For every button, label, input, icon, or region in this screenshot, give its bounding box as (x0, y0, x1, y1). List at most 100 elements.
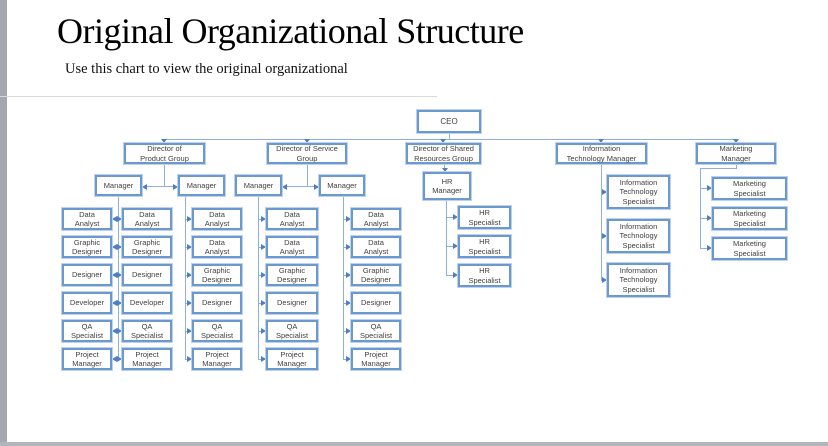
arrowhead-icon (261, 300, 266, 306)
connector-line (185, 196, 186, 359)
connector-line (446, 200, 447, 276)
arrowhead-icon (142, 184, 147, 190)
org-node-service-team-2-3: Graphic Designer (266, 264, 318, 286)
arrowhead-icon (187, 216, 192, 222)
org-node-hr-manager: HR Manager (423, 172, 471, 200)
bottom-gutter (0, 442, 828, 446)
arrowhead-icon (453, 243, 458, 249)
org-node-manager-1: Manager (95, 175, 142, 196)
connector-line (164, 139, 737, 140)
org-node-service-team-3-3: Graphic Designer (351, 264, 401, 286)
org-node-product-team-1-4: Developer (62, 292, 112, 314)
connector-line (449, 133, 450, 139)
arrowhead-icon (261, 244, 266, 250)
connector-line (446, 246, 458, 247)
arrowhead-icon (261, 216, 266, 222)
org-node-product-team-2-5: QA Specialist (122, 320, 172, 342)
arrowhead-icon (117, 244, 122, 250)
arrowhead-icon (261, 272, 266, 278)
arrowhead-icon (112, 272, 117, 278)
org-node-manager-4: Manager (319, 175, 365, 196)
org-node-it-team-3: Information Technology Specialist (607, 263, 670, 297)
connector-line (307, 164, 308, 186)
org-node-service-team-1-6: Project Manager (192, 348, 242, 370)
arrowhead-icon (602, 233, 607, 239)
org-node-service-team-2-1: Data Analyst (266, 208, 318, 230)
connector-line (700, 218, 712, 219)
org-node-product-team-1-5: QA Specialist (62, 320, 112, 342)
content-divider (0, 96, 437, 97)
connector-line (142, 186, 178, 187)
arrowhead-icon (707, 215, 712, 221)
arrowhead-icon (442, 168, 448, 172)
org-node-service-team-1-1: Data Analyst (192, 208, 242, 230)
org-node-marketing-team-2: Marketing Specialist (712, 207, 787, 230)
arrowhead-icon (117, 216, 122, 222)
org-node-service-team-1-4: Designer (192, 292, 242, 314)
org-node-product-team-1-6: Project Manager (62, 348, 112, 370)
arrowhead-icon (346, 356, 351, 362)
org-node-service-team-3-2: Data Analyst (351, 236, 401, 258)
arrowhead-icon (112, 244, 117, 250)
org-node-service-team-2-2: Data Analyst (266, 236, 318, 258)
arrowhead-icon (187, 272, 192, 278)
org-node-product-team-2-3: Designer (122, 264, 172, 286)
arrowhead-icon (117, 356, 122, 362)
org-node-it-team-1: Information Technology Specialist (607, 175, 670, 209)
org-node-marketing-team-3: Marketing Specialist (712, 237, 787, 260)
connector-line (700, 188, 712, 189)
connector-line (700, 168, 737, 169)
connector-line (700, 168, 701, 249)
org-node-director-shared-resources-group: Director of Shared Resources Group (406, 143, 481, 164)
org-node-product-team-2-4: Developer (122, 292, 172, 314)
arrowhead-icon (117, 300, 122, 306)
page-title: Original Organizational Structure (57, 11, 524, 51)
org-node-product-team-1-3: Designer (62, 264, 112, 286)
org-node-hr-team-2: HR Specialist (458, 235, 511, 258)
org-node-product-team-1-1: Data Analyst (62, 208, 112, 230)
arrowhead-icon (733, 139, 739, 143)
arrowhead-icon (314, 184, 319, 190)
org-node-product-team-2-6: Project Manager (122, 348, 172, 370)
org-node-service-team-1-3: Graphic Designer (192, 264, 242, 286)
arrowhead-icon (282, 184, 287, 190)
org-node-service-team-2-5: QA Specialist (266, 320, 318, 342)
org-node-it-team-2: Information Technology Specialist (607, 219, 670, 253)
connector-line (446, 217, 458, 218)
arrowhead-icon (112, 356, 117, 362)
arrowhead-icon (707, 245, 712, 251)
org-node-information-technology-manager: Information Technology Manager (556, 143, 647, 164)
org-node-director-service-group: Director of Service Group (267, 143, 347, 164)
org-node-director-product-group: Director of Product Group (124, 143, 205, 164)
arrowhead-icon (346, 328, 351, 334)
connector-line (164, 164, 165, 186)
connector-line (446, 275, 458, 276)
arrowhead-icon (602, 277, 607, 283)
arrowhead-icon (187, 244, 192, 250)
org-node-hr-team-1: HR Specialist (458, 206, 511, 229)
org-node-marketing-manager: Marketing Manager (696, 143, 776, 164)
org-node-product-team-2-1: Data Analyst (122, 208, 172, 230)
arrowhead-icon (453, 272, 458, 278)
arrowhead-icon (602, 189, 607, 195)
org-node-service-team-3-1: Data Analyst (351, 208, 401, 230)
connector-line (258, 196, 259, 359)
arrowhead-icon (117, 272, 122, 278)
arrowhead-icon (187, 328, 192, 334)
arrowhead-icon (304, 139, 310, 143)
org-node-service-team-1-5: QA Specialist (192, 320, 242, 342)
arrowhead-icon (117, 328, 122, 334)
arrowhead-icon (346, 244, 351, 250)
arrowhead-icon (187, 300, 192, 306)
connector-line (700, 248, 712, 249)
left-gutter (0, 0, 7, 446)
org-node-product-team-2-2: Graphic Designer (122, 236, 172, 258)
arrowhead-icon (112, 328, 117, 334)
connector-line (444, 164, 445, 169)
arrowhead-icon (707, 185, 712, 191)
org-node-hr-team-3: HR Specialist (458, 264, 511, 287)
arrowhead-icon (187, 356, 192, 362)
connector-line (282, 186, 319, 187)
